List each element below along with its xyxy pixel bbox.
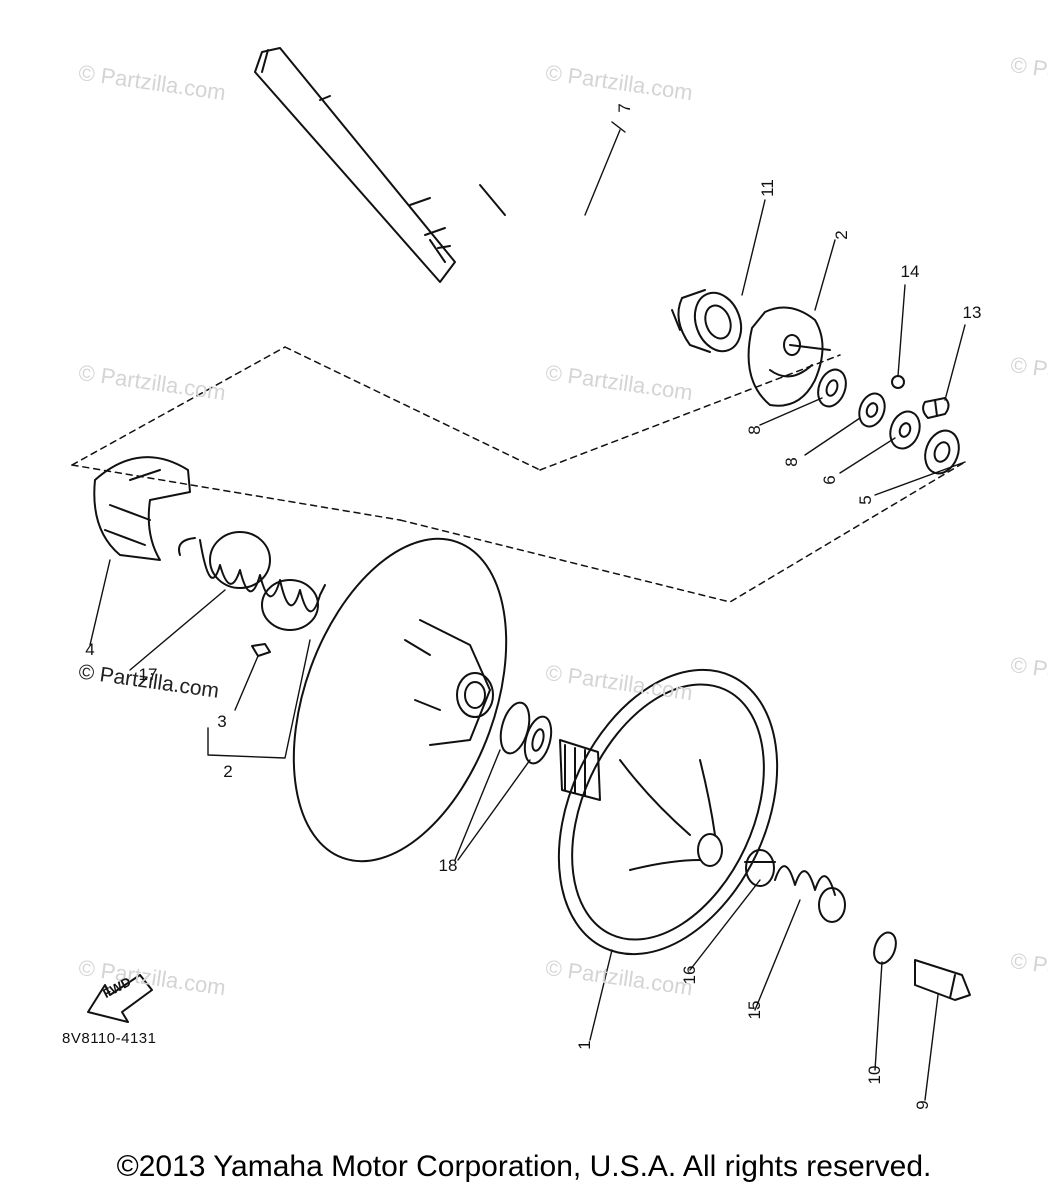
callout-11: 11 <box>758 179 777 197</box>
callout-8-upper: 8 <box>745 425 764 435</box>
callout-2-upper: 2 <box>832 230 851 240</box>
callout-7: 7 <box>615 103 634 113</box>
bolt-part-13 <box>922 397 950 419</box>
washers-part-18 <box>499 701 553 765</box>
washer-part-8-lower <box>858 392 886 428</box>
callout-17: 17 <box>138 665 158 684</box>
callout-10: 10 <box>865 1065 884 1085</box>
copyright-notice: ©2013 Yamaha Motor Corporation, U.S.A. A… <box>116 1150 932 1183</box>
washer-part-10 <box>873 931 897 965</box>
sheave-part-2-lower <box>292 537 508 863</box>
plate-part-2-upper <box>747 306 831 407</box>
nut-part-6 <box>889 410 921 450</box>
assembly-outline <box>71 346 966 603</box>
leader-lines <box>89 121 966 1101</box>
bolt-part-9 <box>914 959 971 1001</box>
fwd-arrow-icon <box>87 974 153 1023</box>
washer-part-8-upper <box>817 368 847 408</box>
cam-part-4 <box>93 456 191 561</box>
callout-16: 16 <box>680 965 699 985</box>
spring-part-17 <box>178 531 326 631</box>
callout-4: 4 <box>85 640 95 659</box>
callout-14: 14 <box>900 262 920 281</box>
callout-13: 13 <box>962 303 982 322</box>
callout-15: 15 <box>745 1000 764 1020</box>
pin-part-3 <box>251 643 271 657</box>
bearing-part-11 <box>671 289 743 353</box>
callout-18: 18 <box>438 856 458 875</box>
callout-9: 9 <box>913 1100 932 1110</box>
callout-2-lower: 2 <box>223 762 233 781</box>
callout-3: 3 <box>217 712 227 731</box>
callout-1: 1 <box>575 1040 594 1050</box>
callout-5: 5 <box>856 495 875 505</box>
callout-6: 6 <box>820 475 839 485</box>
spring-part-15 <box>774 865 846 923</box>
collar-part-16 <box>744 849 776 887</box>
part-14-small <box>891 375 905 389</box>
callout-8-lower: 8 <box>782 457 801 467</box>
sheave-part-1 <box>557 668 779 956</box>
diagram-code: 8V8110-4131 <box>62 1030 157 1047</box>
shaft-part-7 <box>254 47 506 283</box>
